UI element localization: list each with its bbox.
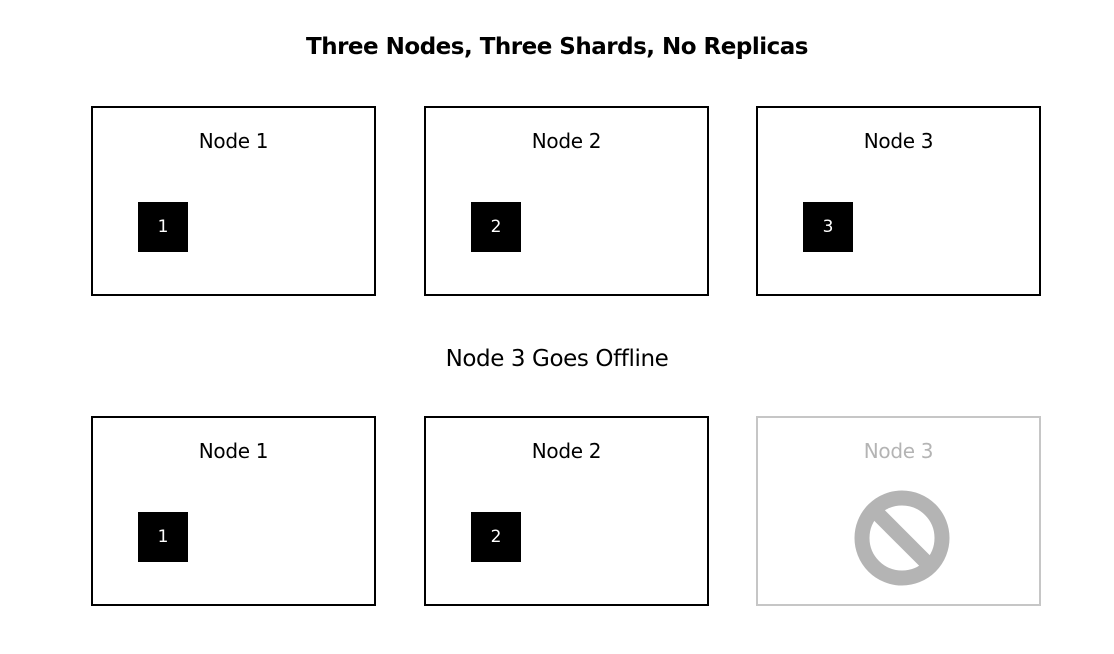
shard-2: 2: [471, 202, 521, 252]
node-3-box: Node 3 3: [756, 106, 1041, 296]
node-2-label-after: Node 2: [531, 439, 602, 463]
shard-2-after: 2: [471, 512, 521, 562]
transition-label: Node 3 Goes Offline: [445, 346, 669, 372]
node-3-label: Node 3: [863, 129, 934, 153]
shard-1: 1: [138, 202, 188, 252]
node-1-label: Node 1: [198, 129, 269, 153]
node-3-label-offline: Node 3: [863, 439, 934, 463]
node-1-label-after: Node 1: [198, 439, 269, 463]
node-3-box-offline: Node 3: [756, 416, 1041, 606]
shard-1-after: 1: [138, 512, 188, 562]
shard-3: 3: [803, 202, 853, 252]
node-1-box-after: Node 1 1: [91, 416, 376, 606]
node-2-label: Node 2: [531, 129, 602, 153]
prohibited-icon: [854, 490, 950, 586]
node-2-box-after: Node 2 2: [424, 416, 709, 606]
node-1-box: Node 1 1: [91, 106, 376, 296]
diagram-title: Three Nodes, Three Shards, No Replicas: [306, 34, 808, 60]
node-2-box: Node 2 2: [424, 106, 709, 296]
